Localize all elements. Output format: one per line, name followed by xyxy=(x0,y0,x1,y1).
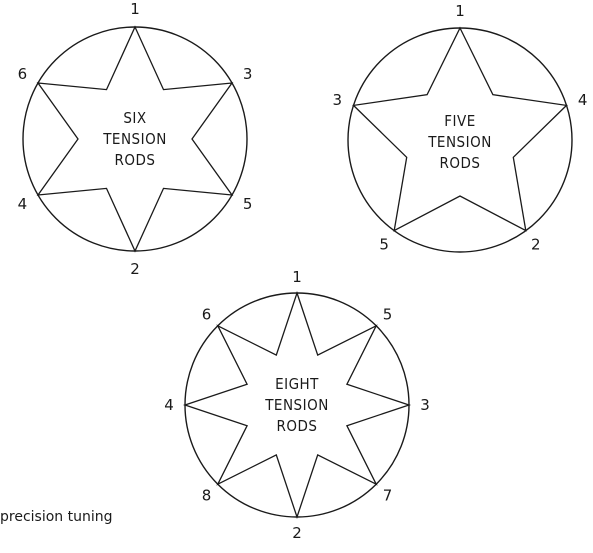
rod-number-label: 2 xyxy=(130,260,140,278)
center-label-line: TENSION xyxy=(427,133,492,151)
center-label-line: RODS xyxy=(115,151,156,169)
rod-number-label: 1 xyxy=(292,268,302,286)
center-label-line: TENSION xyxy=(264,396,329,414)
rod-number-label: 3 xyxy=(333,91,343,109)
rod-number-label: 7 xyxy=(383,487,393,505)
center-label-line: TENSION xyxy=(102,130,167,148)
rod-number-label: 3 xyxy=(420,396,430,414)
rod-number-label: 6 xyxy=(18,65,28,83)
rod-number-label: 4 xyxy=(18,195,28,213)
center-label-line: EIGHT xyxy=(275,375,319,393)
rod-number-label: 4 xyxy=(578,91,588,109)
rod-number-label: 5 xyxy=(383,306,393,324)
rod-number-label: 2 xyxy=(292,524,302,542)
rod-number-label: 5 xyxy=(243,195,253,213)
center-label-line: RODS xyxy=(277,417,318,435)
center-label-line: FIVE xyxy=(444,112,476,130)
tension-star-path xyxy=(182,290,412,520)
caption: precision tuning xyxy=(0,509,113,525)
rod-number-label: 2 xyxy=(531,235,541,253)
rod-number-label: 4 xyxy=(164,396,174,414)
rod-number-label: 5 xyxy=(379,235,389,253)
rod-number-label: 8 xyxy=(202,487,212,505)
tension-star-path xyxy=(352,26,568,232)
rod-number-label: 1 xyxy=(455,2,465,20)
center-label-line: RODS xyxy=(440,154,481,172)
tension-star-path xyxy=(36,25,234,253)
rod-number-label: 1 xyxy=(130,0,140,18)
rod-number-label: 6 xyxy=(202,306,212,324)
center-label-line: SIX xyxy=(123,109,146,127)
rod-number-label: 3 xyxy=(243,65,253,83)
